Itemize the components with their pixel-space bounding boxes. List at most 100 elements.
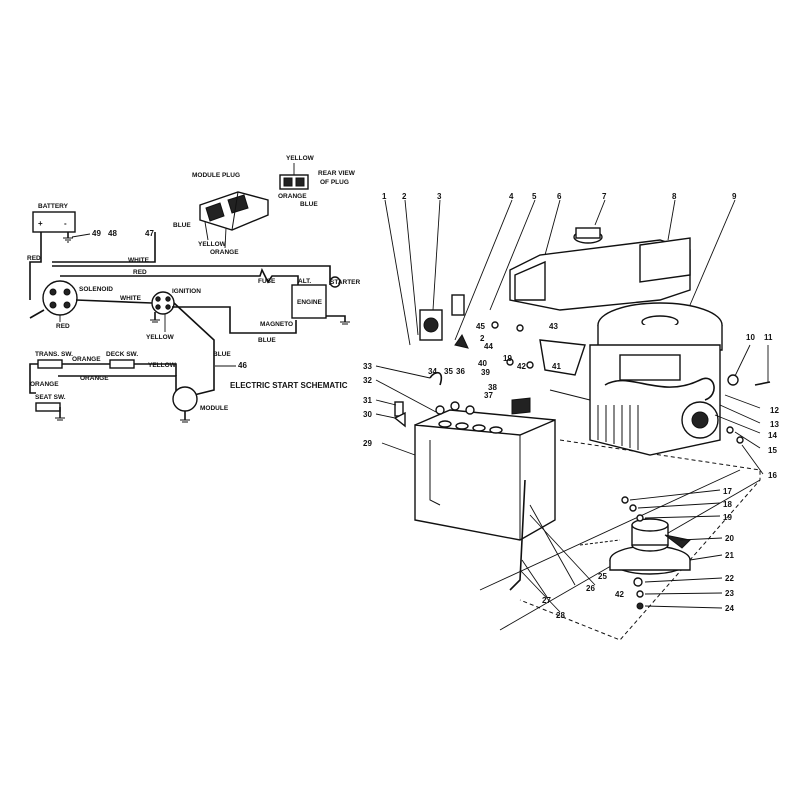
trans-sw-label: TRANS. SW. [35, 351, 73, 358]
part-number-19-mid: 19 [503, 354, 512, 363]
part-number-8: 8 [672, 192, 677, 201]
wire-orange-seat-label: ORANGE [30, 381, 59, 388]
plug-orange-label: ORANGE [210, 249, 239, 256]
part-number-34: 34 [428, 367, 437, 376]
part-number-37: 37 [484, 391, 493, 400]
wire-orange-trans-deck-label: ORANGE [72, 356, 101, 363]
part-number-43: 43 [549, 322, 558, 331]
part-number-40: 40 [478, 359, 487, 368]
part-number-2: 2 [402, 192, 407, 201]
deck-switch: DECK SW. [106, 351, 138, 369]
rear-view-of-plug: YELLOW REAR VIEW OF PLUG ORANGE BLUE [278, 155, 356, 208]
part-number-4: 4 [509, 192, 514, 201]
part-number-26: 26 [586, 584, 595, 593]
part-number-30: 30 [363, 410, 372, 419]
part-number-1: 1 [382, 192, 387, 201]
wire-white-ignition-label: WHITE [120, 295, 142, 302]
wire-red-label: RED [133, 269, 147, 276]
part-numbers: 1 2 3 4 5 6 7 8 9 10 11 12 13 14 15 16 1… [363, 192, 779, 620]
wire-yellow-deck-label: YELLOW [148, 362, 177, 369]
part-number-18: 18 [723, 500, 732, 509]
part-number-19: 19 [723, 513, 732, 522]
pulley-assembly [609, 518, 692, 610]
part-number-39: 39 [481, 368, 490, 377]
module-symbol: MODULE [172, 386, 229, 423]
part-number-23: 23 [725, 589, 734, 598]
battery-minus-label: - [64, 219, 67, 228]
ignition-label: IGNITION [172, 288, 201, 295]
of-plug-label: OF PLUG [320, 179, 349, 186]
part-number-11: 11 [764, 333, 773, 342]
part-number-33: 33 [363, 362, 372, 371]
ref-46: 46 [238, 361, 247, 370]
rear-plug-yellow-label: YELLOW [286, 155, 315, 162]
module-label: MODULE [200, 405, 229, 412]
rear-plug-blue-label: BLUE [300, 201, 318, 208]
part-number-14: 14 [768, 431, 777, 440]
alt-label: ALT. [298, 278, 311, 285]
wire-blue-module-label: BLUE [213, 351, 231, 358]
part-number-28: 28 [556, 611, 565, 620]
part-number-5: 5 [532, 192, 537, 201]
solenoid-red-label: RED [56, 323, 70, 330]
seat-switch: SEAT SW. [35, 394, 66, 421]
part-number-22: 22 [725, 574, 734, 583]
part-number-21: 21 [725, 551, 734, 560]
plug-blue-label: BLUE [173, 222, 191, 229]
air-shroud [509, 227, 691, 311]
solenoid-symbol: SOLENOID RED [29, 280, 113, 330]
battery [414, 409, 556, 591]
part-number-6: 6 [557, 192, 562, 201]
part-number-41: 41 [552, 362, 561, 371]
deck-sw-label: DECK SW. [106, 351, 138, 358]
ref-49: 49 [92, 229, 101, 238]
seat-sw-label: SEAT SW. [35, 394, 66, 401]
ignition-yellow-label: YELLOW [146, 334, 175, 341]
part-number-44: 44 [484, 342, 493, 351]
ref-48: 48 [108, 229, 117, 238]
ref-47: 47 [145, 229, 154, 238]
ignition-switch-part [419, 294, 465, 341]
battery-symbol: BATTERY + - [32, 203, 76, 243]
part-number-24: 24 [725, 604, 734, 613]
part-number-2-mid: 2 [480, 334, 485, 343]
ignition-switch-symbol: IGNITION YELLOW [146, 288, 201, 341]
engine-label: ENGINE [297, 299, 323, 306]
part-number-35: 35 [444, 367, 453, 376]
part-number-15: 15 [768, 446, 777, 455]
part-number-42-mid: 42 [517, 362, 526, 371]
part-number-13: 13 [770, 420, 779, 429]
part-number-12: 12 [770, 406, 779, 415]
battery-plus-label: + [38, 219, 43, 228]
part-number-16: 16 [768, 471, 777, 480]
part-number-10: 10 [746, 333, 755, 342]
part-number-17: 17 [723, 487, 732, 496]
wire-red-battery-label: RED [27, 255, 41, 262]
part-number-27: 27 [542, 596, 551, 605]
starter-label: STARTER [330, 279, 361, 286]
battery-label: BATTERY [38, 203, 69, 210]
plug-yellow-label: YELLOW [198, 241, 227, 248]
magneto-label: MAGNETO [260, 321, 293, 328]
module-plug: MODULE PLUG BLUE YELLOW ORANGE [173, 172, 269, 256]
part-number-36: 36 [456, 367, 465, 376]
trans-switch: TRANS. SW. [35, 351, 73, 369]
part-number-3: 3 [437, 192, 442, 201]
part-number-38: 38 [488, 383, 497, 392]
part-number-20: 20 [725, 534, 734, 543]
wire-blue-magneto-label: BLUE [258, 337, 276, 344]
schematic-title: ELECTRIC START SCHEMATIC [230, 381, 348, 390]
engine-block [589, 302, 723, 456]
engine-symbol: ENGINE ALT. STARTER MAGNETO [260, 276, 361, 328]
fuse-label: FUSE [258, 278, 276, 285]
exploded-parts-view: 1 2 3 4 5 6 7 8 9 10 11 12 13 14 15 16 1… [363, 192, 779, 641]
solenoid-label: SOLENOID [79, 286, 113, 293]
part-number-42-bottom: 42 [615, 590, 624, 599]
wire-orange-module-label: ORANGE [80, 375, 109, 382]
part-number-25: 25 [598, 572, 607, 581]
part-number-32: 32 [363, 376, 372, 385]
module-plug-label: MODULE PLUG [192, 172, 240, 179]
part-number-9: 9 [732, 192, 737, 201]
rear-view-label: REAR VIEW [318, 170, 356, 177]
